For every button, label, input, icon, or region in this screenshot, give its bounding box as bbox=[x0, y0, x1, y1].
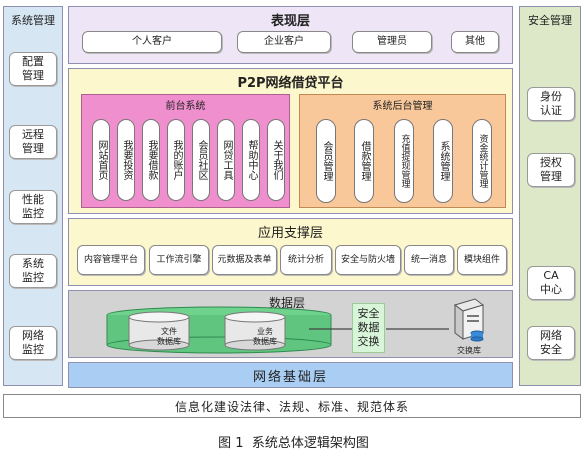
presentation-layer-title: 表现层 bbox=[270, 14, 310, 29]
presentation-layer: 表现层 个人客户 企业客户 管理员 其他 bbox=[68, 6, 513, 64]
backend-item-loans: 借款管理 bbox=[354, 119, 374, 203]
security-management-title: 安全管理 bbox=[528, 14, 572, 27]
other-client-box: 其他 bbox=[451, 31, 499, 53]
frontend-system-title: 前台系统 bbox=[165, 101, 206, 112]
p2p-platform-panel: P2P网络借贷平台 前台系统 网站首页 我要投资 我要借款 我的账户 会员社区 … bbox=[68, 68, 513, 214]
enterprise-client-box: 企业客户 bbox=[237, 31, 331, 53]
laws-standards-label: 信息化建设法律、法规、标准、规范体系 bbox=[174, 399, 409, 414]
frontend-item-community: 会员社区 bbox=[192, 119, 210, 201]
ca-center-box: CA 中心 bbox=[527, 266, 575, 300]
frontend-item-borrow: 我要借款 bbox=[142, 119, 160, 201]
frontend-item-tools: 网贷工具 bbox=[217, 119, 235, 201]
backend-item-recharge: 充值提现管理 bbox=[394, 119, 414, 203]
backend-management-title: 系统后台管理 bbox=[372, 101, 433, 112]
unified-message-box: 统一消息 bbox=[404, 245, 454, 275]
frontend-item-account: 我的账户 bbox=[167, 119, 185, 201]
network-monitoring-box: 网络 监控 bbox=[9, 326, 57, 360]
network-base-title: 网络基础层 bbox=[252, 369, 328, 385]
personal-client-box: 个人客户 bbox=[82, 31, 222, 53]
workflow-engine-box: 工作流引擎 bbox=[149, 245, 209, 275]
remote-management-box: 远程 管理 bbox=[9, 125, 57, 159]
statistics-box: 统计分析 bbox=[280, 245, 332, 275]
network-base-layer: 网络基础层 bbox=[68, 362, 513, 388]
performance-monitoring-box: 性能 监控 bbox=[9, 190, 57, 224]
backend-item-members: 会员管理 bbox=[316, 119, 336, 203]
exchange-db-label: 交换库 bbox=[457, 346, 481, 355]
system-management-title: 系统管理 bbox=[11, 14, 55, 27]
laws-standards-bar: 信息化建设法律、法规、标准、规范体系 bbox=[3, 394, 581, 418]
figure-caption: 图 1 系统总体逻辑架构图 bbox=[218, 436, 369, 451]
network-security-box: 网络 安全 bbox=[527, 326, 575, 360]
p2p-platform-title: P2P网络借贷平台 bbox=[237, 76, 344, 91]
frontend-item-invest: 我要投资 bbox=[117, 119, 135, 201]
frontend-item-home: 网站首页 bbox=[92, 119, 110, 201]
app-support-title: 应用支撑层 bbox=[257, 226, 323, 241]
system-monitoring-box: 系统 监控 bbox=[9, 254, 57, 288]
security-firewall-box: 安全与防火墙 bbox=[335, 245, 401, 275]
module-components-box: 模块组件 bbox=[457, 245, 507, 275]
data-layer: 数据层 文件 数据库 业务 数据库 安全 数据 交换 交换库 bbox=[68, 290, 513, 358]
cms-box: 内容管理平台 bbox=[77, 245, 145, 275]
file-database-label: 文件 数据库 bbox=[157, 327, 181, 347]
config-management-box: 配置 管理 bbox=[9, 52, 57, 86]
metadata-forms-box: 元数据及表单 bbox=[212, 245, 277, 275]
backend-item-funds: 资金统计管理 bbox=[472, 119, 492, 203]
server-icon bbox=[453, 298, 485, 342]
frontend-item-help: 帮助中心 bbox=[242, 119, 260, 201]
app-support-layer: 应用支撑层 内容管理平台 工作流引擎 元数据及表单 统计分析 安全与防火墙 统一… bbox=[68, 218, 513, 286]
secure-data-exchange-box: 安全 数据 交换 bbox=[352, 303, 385, 353]
frontend-item-about: 关于我们 bbox=[267, 119, 285, 201]
backend-item-system: 系统管理 bbox=[433, 119, 453, 203]
business-database-label: 业务 数据库 bbox=[253, 327, 277, 347]
connection-line bbox=[309, 328, 449, 330]
authorization-box: 授权 管理 bbox=[527, 153, 575, 187]
business-database-icon bbox=[224, 311, 286, 351]
backend-management-panel: 系统后台管理 会员管理 借款管理 充值提现管理 系统管理 资金统计管理 bbox=[299, 94, 506, 208]
data-layer-title: 数据层 bbox=[269, 296, 306, 310]
database-cluster bbox=[106, 306, 332, 354]
file-database-icon bbox=[128, 311, 190, 351]
identity-auth-box: 身份 认证 bbox=[527, 87, 575, 121]
frontend-system-panel: 前台系统 网站首页 我要投资 我要借款 我的账户 会员社区 网贷工具 帮助中心 … bbox=[81, 94, 290, 208]
administrator-box: 管理员 bbox=[352, 31, 432, 53]
security-management-panel: 安全管理 bbox=[519, 6, 581, 386]
